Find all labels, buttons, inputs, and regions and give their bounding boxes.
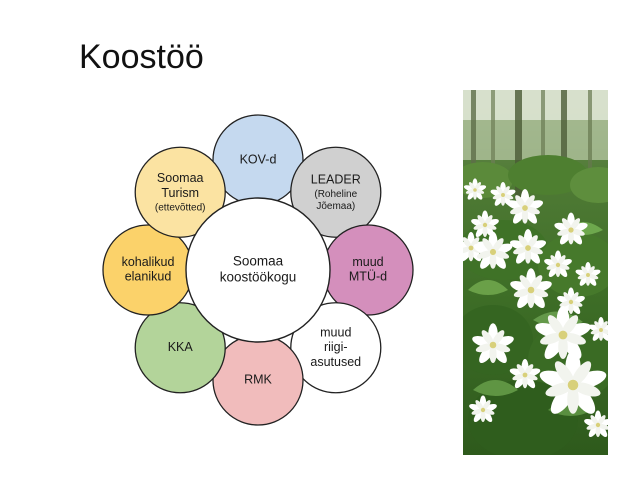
node-turism-label-line: Soomaa [157, 171, 204, 185]
node-turism-sublabel-line: (ettevõtted) [155, 203, 206, 214]
flower-photo [463, 90, 608, 455]
node-riigi-label-line: muud [320, 325, 351, 339]
node-leader-label-line: LEADER [311, 172, 361, 186]
node-rmk-label-line: RMK [244, 372, 272, 386]
node-riigi-label-line: riigi- [324, 340, 348, 354]
node-turism-label-line: Turism [161, 186, 199, 200]
center-node-label-line: koostöökogu [220, 269, 297, 284]
node-elanikud-label-line: elanikud [125, 270, 172, 284]
node-rmk: RMK [212, 334, 304, 426]
node-kov-label-line: KOV-d [240, 152, 277, 166]
node-elanikud-label-line: kohalikud [122, 255, 175, 269]
center-node-circle [185, 197, 331, 343]
node-leader-sublabel-line: Jõemaa) [316, 201, 355, 212]
node-riigi-label-line: asutused [310, 355, 361, 369]
node-turism-circle [134, 146, 226, 238]
node-leader-circle [290, 146, 382, 238]
node-mtu-label-line: MTÜ-d [349, 270, 387, 284]
node-kka-label-line: KKA [168, 340, 194, 354]
slide-title: Koostöö [79, 38, 204, 76]
node-kka: KKA [134, 302, 226, 394]
node-leader-sublabel-line: (Roheline [314, 189, 357, 200]
node-kov: KOV-d [212, 114, 304, 206]
center-node-label-line: Soomaa [233, 254, 284, 269]
node-mtu-label-line: muud [352, 255, 383, 269]
node-kka-circle [134, 302, 226, 394]
white-anemone-flowers-photo [463, 90, 608, 455]
node-riigi-circle [290, 302, 382, 394]
